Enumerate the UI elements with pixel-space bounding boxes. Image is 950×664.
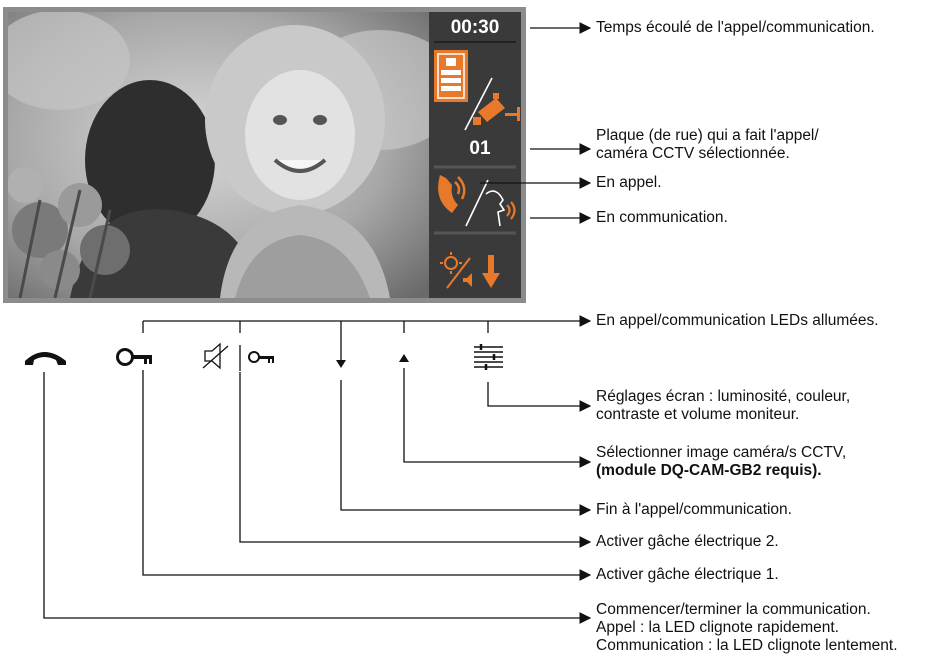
panel-icon [434,50,468,102]
call-timer: 00:30 [450,17,500,38]
ringing-phone-icon [438,175,466,213]
arrow-talk [43,372,592,624]
label-in-communication: En communication. [596,209,728,226]
label-lock2: Activer gâche électrique 2. [596,533,779,550]
volume-icon [463,273,472,287]
down-arrow-icon [336,333,346,368]
label-lock1: Activer gâche électrique 1. [596,566,779,583]
arrow-settings [487,382,592,412]
arrow-end-call [340,380,592,516]
download-arrow-icon [482,255,500,288]
settings-sliders-icon [474,344,503,370]
slash-divider [465,179,489,227]
child-with-flowers-photo [8,12,429,298]
label-end-call: Fin à l'appel/communication. [596,501,792,518]
label-talk-line1: Commencer/terminer la communication. [596,601,871,618]
slash-divider [464,77,493,131]
panel-number: 01 [469,138,491,159]
label-panel-line1: Plaque (de rue) qui a fait l'appel/ [596,127,819,144]
label-panel-line2: caméra CCTV sélectionnée. [596,145,790,162]
arrow-lock1 [142,370,592,581]
speaking-head-icon [485,190,516,227]
label-talk-line3: Communication : la LED clignote lentemen… [596,637,898,654]
label-settings-line2: contraste et volume moniteur. [596,406,800,423]
label-settings-line1: Réglages écran : luminosité, couleur, [596,388,851,405]
label-camera-line2: (module DQ-CAM-GB2 requis). [596,462,822,479]
up-arrow-icon [399,354,409,362]
mute-icon [202,342,229,370]
label-in-call: En appel. [596,174,662,191]
label-elapsed-time: Temps écoulé de l'appel/communication. [596,19,875,36]
cctv-camera-icon [473,93,520,125]
label-talk-line2: Appel : la LED clignote rapidement. [596,619,839,636]
slash-divider [446,257,471,289]
arrow-lock2 [239,372,592,548]
label-leds-on: En appel/communication LEDs allumées. [596,312,879,329]
handset-icon [25,352,66,365]
key-icon [116,348,152,366]
arrow-camera [403,368,592,468]
led-bracket [142,315,592,333]
label-camera-line1: Sélectionner image caméra/s CCTV, [596,444,847,461]
key-small-icon [248,351,274,363]
brightness-icon [440,252,462,274]
